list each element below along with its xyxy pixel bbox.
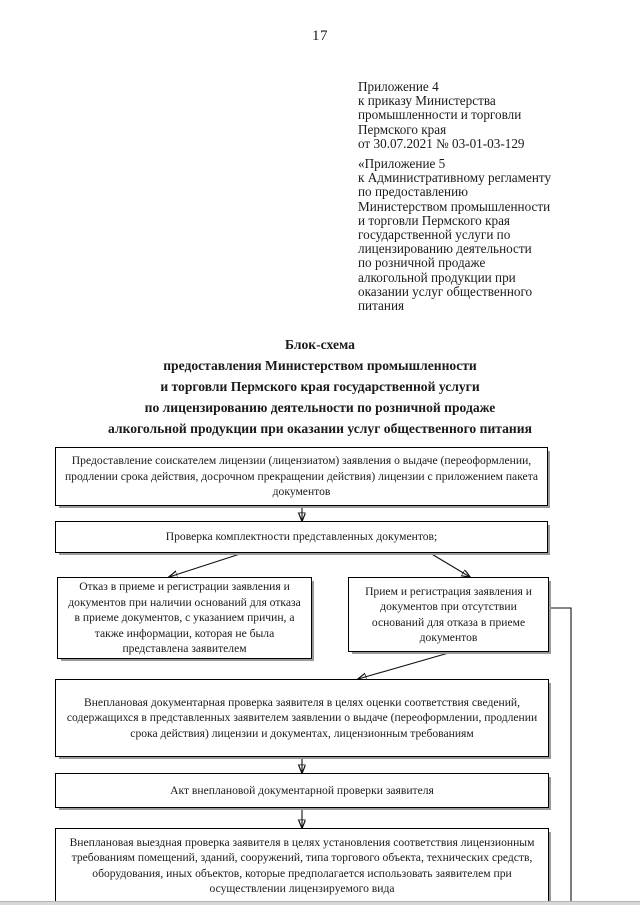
- flow-node-3-text: Отказ в приеме и регистрации заявления и…: [68, 580, 301, 656]
- page-number: 17: [312, 28, 328, 44]
- flow-node-4-text: Прием и регистрация заявления и документ…: [365, 584, 532, 644]
- page-bottom-edge: [0, 901, 640, 905]
- appendix-4-line-3: промышленности и торговли: [358, 107, 522, 123]
- appendix-5-line-4: Министерством промышленности: [358, 198, 551, 214]
- flow-node-1[interactable]: Предоставление соискателем лицензии (лиц…: [55, 447, 548, 506]
- flow-node-6[interactable]: Акт внеплановой документарной проверки з…: [55, 773, 549, 808]
- appendix-4-line-5: от 30.07.2021 № 03-01-03-129: [358, 135, 525, 151]
- appendix-4-reference-block: Приложение 4 к приказу Министерства пром…: [358, 79, 608, 151]
- appendix-5-line-9: алкогольной продукции при: [358, 269, 516, 285]
- appendix-5-reference-block: «Приложение 5 к Административному реглам…: [358, 156, 608, 314]
- flow-node-5-text: Внеплановая документарная проверка заяви…: [66, 695, 538, 740]
- document-title-line-2: предоставления Министерством промышленно…: [163, 358, 477, 373]
- appendix-4-line-2: к приказу Министерства: [358, 93, 496, 109]
- flow-node-2[interactable]: Проверка комплектности представленных до…: [55, 521, 548, 553]
- appendix-5-line-10: оказании услуг общественного: [358, 283, 533, 299]
- flow-node-5[interactable]: Внеплановая документарная проверка заяви…: [55, 679, 549, 757]
- flow-node-4[interactable]: Прием и регистрация заявления и документ…: [348, 577, 549, 652]
- flow-node-6-text: Акт внеплановой документарной проверки з…: [170, 783, 434, 797]
- edge-n2-n4: [429, 552, 470, 577]
- document-title-line-1: Блок-схема: [285, 337, 355, 352]
- flow-node-7[interactable]: Внеплановая выездная проверка заявителя …: [55, 828, 549, 904]
- appendix-5-line-6: государственной услуги по: [358, 227, 511, 243]
- edge-n4-n5: [358, 651, 453, 679]
- flow-node-7-text: Внеплановая выездная проверка заявителя …: [69, 836, 535, 896]
- flow-node-1-text: Предоставление соискателем лицензии (лиц…: [64, 454, 539, 499]
- appendix-5-line-5: и торговли Пермского края: [358, 212, 510, 228]
- flow-node-3[interactable]: Отказ в приеме и регистрации заявления и…: [57, 577, 312, 659]
- document-title-line-5: алкогольной продукции при оказании услуг…: [108, 421, 532, 436]
- flow-node-2-text: Проверка комплектности представленных до…: [165, 530, 438, 544]
- appendix-5-line-2: к Административному регламенту: [358, 170, 552, 186]
- appendix-5-line-11: питания: [358, 298, 405, 314]
- appendix-4-line-1: Приложение 4: [358, 79, 439, 94]
- document-title: Блок-схема предоставления Министерством …: [40, 334, 600, 439]
- edge-n2-n3: [169, 552, 244, 577]
- appendix-4-line-4: Пермского края: [358, 121, 447, 137]
- document-title-line-4: по лицензированию деятельности по рознич…: [144, 400, 496, 415]
- appendix-5-line-8: по розничной продаже: [358, 255, 486, 271]
- edge-right-bus: [549, 607, 572, 905]
- appendix-5-line-3: по предоставлению: [358, 184, 468, 200]
- document-title-line-3: и торговли Пермского края государственно…: [160, 379, 480, 394]
- appendix-5-line-1: «Приложение 5: [358, 156, 446, 171]
- appendix-5-line-7: лицензированию деятельности: [358, 241, 532, 257]
